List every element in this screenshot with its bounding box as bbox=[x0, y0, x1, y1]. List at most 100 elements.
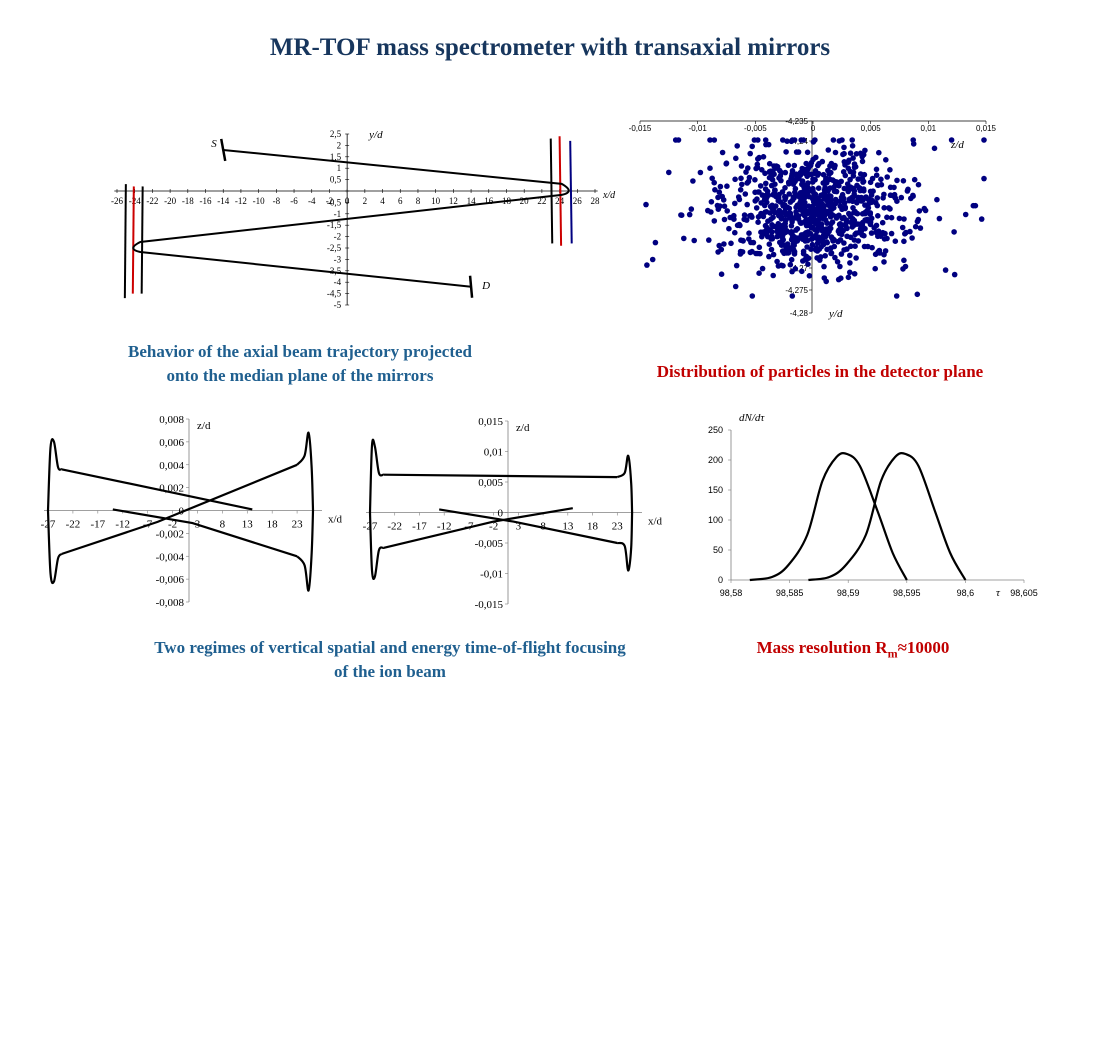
particle-point bbox=[852, 243, 858, 249]
caption-trajectory-line2: onto the median plane of the mirrors bbox=[166, 366, 434, 385]
particle-point bbox=[862, 147, 868, 154]
mirror-electrode bbox=[140, 186, 144, 294]
particle-point bbox=[790, 181, 797, 187]
particle-point bbox=[770, 214, 776, 221]
particle-point bbox=[778, 242, 785, 248]
x-tick-label: 0 bbox=[811, 124, 816, 133]
particle-point bbox=[820, 206, 827, 212]
particle-point bbox=[844, 181, 851, 187]
particle-point bbox=[744, 201, 750, 208]
particle-point bbox=[774, 258, 780, 265]
particle-point bbox=[807, 162, 814, 169]
particle-point bbox=[770, 192, 776, 198]
particle-point bbox=[878, 176, 884, 183]
particle-point bbox=[678, 212, 684, 218]
particle-point bbox=[891, 191, 898, 198]
ion-trajectory-right-mirror-lower bbox=[616, 512, 634, 572]
particle-point bbox=[787, 261, 794, 268]
particle-point bbox=[762, 186, 769, 192]
particle-point bbox=[743, 217, 750, 223]
particle-point bbox=[881, 259, 887, 265]
x-axis-label: τ bbox=[996, 587, 1001, 599]
particle-point bbox=[881, 251, 887, 258]
particle-point bbox=[829, 212, 836, 218]
ion-trajectory-cross bbox=[439, 508, 618, 545]
particle-point bbox=[733, 155, 739, 162]
particle-point bbox=[758, 210, 764, 217]
x-tick-label: -4 bbox=[308, 196, 316, 206]
particle-point bbox=[894, 177, 900, 184]
x-tick-label: -17 bbox=[412, 521, 427, 533]
particle-point bbox=[770, 272, 776, 279]
particle-point bbox=[787, 199, 794, 205]
particle-point bbox=[649, 256, 656, 263]
particle-point bbox=[881, 236, 888, 242]
x-tick-label: 8 bbox=[416, 196, 421, 206]
particle-point bbox=[873, 200, 879, 206]
particle-point bbox=[849, 137, 855, 143]
x-tick-label: 3 bbox=[516, 521, 522, 533]
particle-point bbox=[915, 216, 922, 223]
particle-point bbox=[803, 230, 809, 236]
x-tick-label: 0,015 bbox=[976, 124, 997, 133]
particle-point bbox=[880, 195, 886, 201]
particle-point bbox=[732, 176, 738, 183]
particle-point bbox=[783, 149, 789, 155]
particle-point bbox=[887, 192, 894, 198]
particle-point bbox=[708, 209, 714, 215]
particle-point bbox=[761, 230, 768, 237]
particle-point bbox=[727, 214, 733, 221]
particle-point bbox=[762, 137, 769, 143]
particle-point bbox=[978, 216, 985, 222]
particle-point bbox=[884, 174, 890, 180]
x-tick-label: -12 bbox=[235, 196, 247, 206]
particle-point bbox=[908, 195, 914, 202]
particle-point bbox=[757, 183, 764, 189]
y-tick-label: 0 bbox=[498, 508, 504, 520]
particle-point bbox=[818, 192, 824, 199]
particle-point bbox=[899, 224, 906, 231]
particle-point bbox=[791, 195, 797, 201]
x-tick-label: 98,6 bbox=[957, 588, 975, 598]
particle-point bbox=[841, 185, 848, 192]
y-axis-label: y/d bbox=[828, 308, 843, 320]
particle-point bbox=[726, 225, 732, 232]
particle-point bbox=[720, 197, 727, 203]
particle-point bbox=[707, 165, 713, 171]
particle-point bbox=[876, 149, 882, 156]
particle-point bbox=[716, 189, 723, 195]
particle-point bbox=[887, 206, 893, 212]
particle-point bbox=[763, 180, 769, 187]
particle-point bbox=[708, 199, 715, 205]
particle-point bbox=[836, 138, 843, 144]
particle-point bbox=[795, 192, 802, 199]
particle-point bbox=[811, 170, 818, 177]
particle-point bbox=[772, 209, 778, 216]
y-axis-label: z/d bbox=[197, 420, 211, 432]
particle-point bbox=[691, 237, 697, 244]
particle-point bbox=[745, 165, 751, 171]
particle-point bbox=[666, 169, 672, 176]
particle-point bbox=[754, 161, 761, 168]
particle-point bbox=[936, 215, 943, 222]
particle-point bbox=[846, 196, 853, 202]
x-tick-label: -24 bbox=[129, 196, 141, 206]
particle-point bbox=[788, 256, 795, 263]
particle-point bbox=[688, 206, 695, 212]
particle-point bbox=[951, 229, 957, 235]
particle-point bbox=[832, 149, 839, 156]
particle-point bbox=[749, 293, 756, 299]
particle-point bbox=[875, 213, 881, 219]
x-tick-label: -0,01 bbox=[689, 124, 708, 133]
y-tick-label: 0,006 bbox=[159, 437, 184, 449]
y-axis-label: y/d bbox=[368, 129, 383, 141]
caption-distribution: Distribution of particles in the detecto… bbox=[656, 362, 984, 381]
caption-trajectory: Behavior of the axial beam trajectory pr… bbox=[60, 340, 540, 388]
particle-point bbox=[719, 149, 726, 156]
particle-point bbox=[827, 163, 833, 169]
y-tick-label: 0,005 bbox=[478, 477, 503, 489]
x-tick-label: -12 bbox=[437, 521, 452, 533]
particle-point bbox=[911, 176, 918, 183]
particle-point bbox=[757, 250, 763, 257]
